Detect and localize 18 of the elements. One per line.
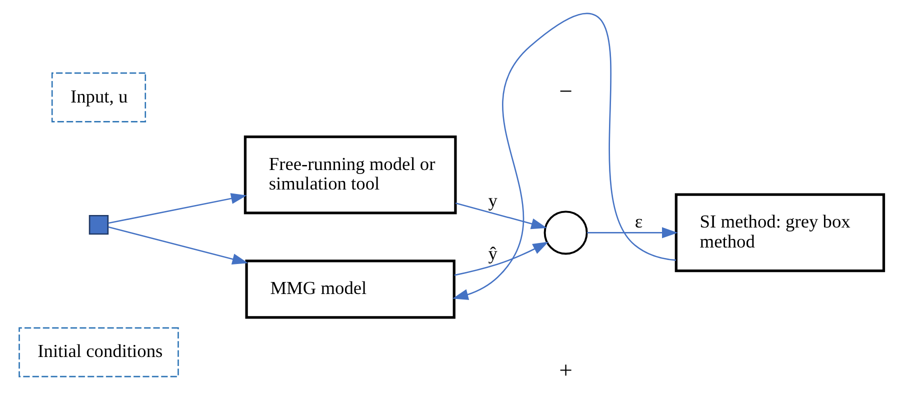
- node-cross: [88, 214, 109, 235]
- node-box: MMG model: [245, 260, 456, 319]
- arrow: [587, 227, 678, 238]
- node-box: Free-running model or simulation tool: [244, 135, 457, 214]
- label: +: [559, 358, 572, 384]
- arrow: [454, 242, 549, 276]
- node-box: Initial conditions: [18, 327, 179, 378]
- node-circle: [544, 210, 588, 255]
- node-box: SI method: grey box method: [674, 193, 886, 272]
- label: −: [559, 79, 572, 106]
- arrow: [108, 193, 247, 224]
- arrow: [452, 14, 676, 300]
- edge-label: y: [488, 190, 498, 211]
- arrow: [455, 202, 547, 230]
- arrow: [108, 226, 248, 264]
- edge-label: ε: [634, 212, 643, 232]
- node-box: Input, u: [51, 72, 146, 122]
- edge-label: ŷ: [488, 243, 498, 264]
